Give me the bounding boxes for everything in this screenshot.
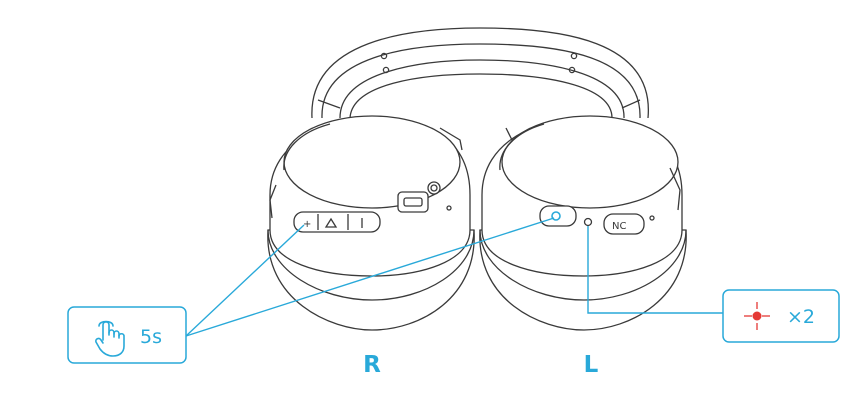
right-earcup: + (267, 115, 475, 331)
left-earcup (479, 115, 687, 331)
red-blink-led-icon (744, 302, 770, 330)
connector-to-left-power (185, 217, 555, 337)
connector-to-right-button (185, 224, 305, 337)
callout-lines (185, 217, 723, 337)
blink-callout: ×2 (722, 289, 840, 343)
right-side-label: R (363, 352, 381, 378)
hold-callout: 5s (67, 306, 187, 364)
connector-to-led (587, 226, 723, 314)
headband (311, 27, 649, 119)
nc-button-label: NC (612, 221, 626, 232)
blink-count-text: ×2 (787, 306, 815, 328)
touch-hand-icon (95, 320, 125, 357)
left-side-label: L (584, 352, 599, 378)
svg-text:+: + (303, 219, 311, 230)
hold-duration-text: 5s (140, 326, 162, 348)
